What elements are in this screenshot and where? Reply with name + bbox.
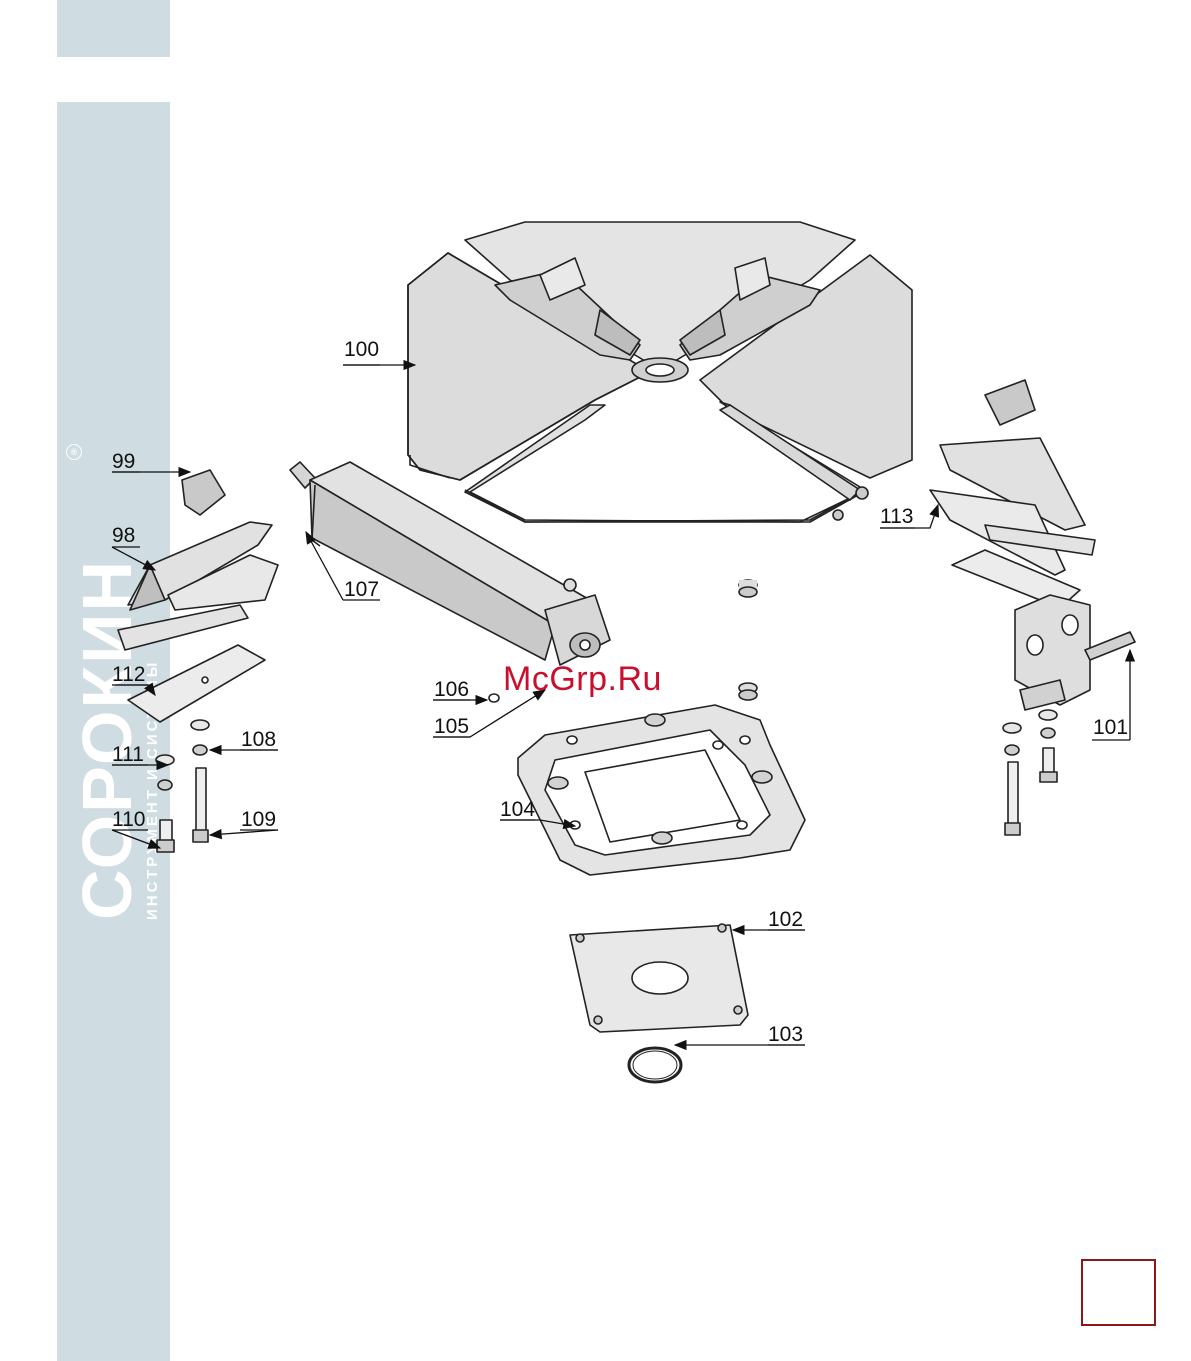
label-111: 111 [112,743,144,766]
label-99: 99 [112,450,135,473]
label-106: 106 [434,678,469,701]
base-frame [518,705,805,875]
label-107: 107 [344,578,379,601]
label-100: 100 [344,338,379,361]
left-jaw-parts [118,470,278,852]
label-109: 109 [241,808,276,831]
label-103: 103 [768,1023,803,1046]
watermark-text: McGrp.Ru [503,660,662,699]
label-102: 102 [768,908,803,931]
page-number-box [1081,1259,1156,1326]
mounting-plate [570,924,748,1032]
label-105: 105 [434,715,469,738]
label-98: 98 [112,524,135,547]
pneumatic-cylinder [290,462,610,665]
label-108: 108 [241,728,276,751]
right-jaw-parts [930,380,1135,835]
label-101: 101 [1093,716,1128,739]
label-104: 104 [500,798,535,821]
label-113: 113 [880,505,913,528]
turntable-plates [408,222,912,522]
label-112: 112 [112,663,145,686]
snap-ring [629,1048,681,1082]
label-110: 110 [112,808,145,831]
